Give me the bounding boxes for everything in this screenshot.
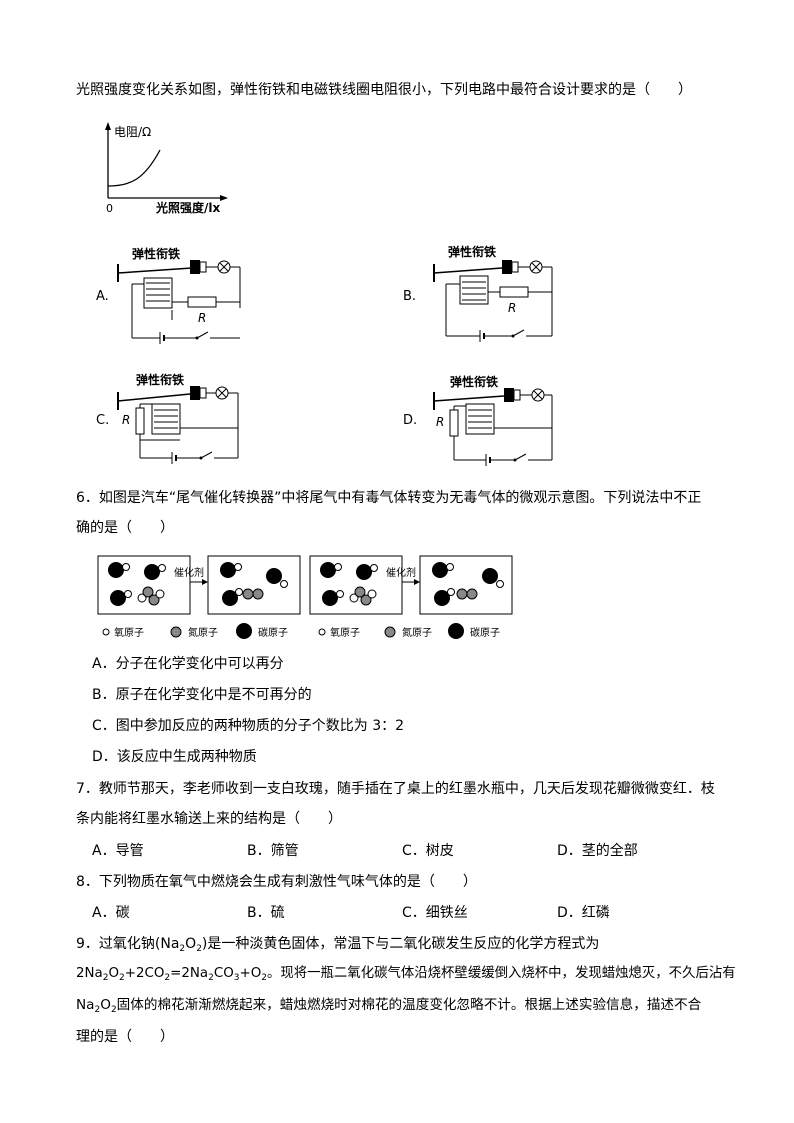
resistance-light-graph: 电阻/Ω 0 光照强度/lx [105, 122, 228, 215]
graph-origin: 0 [106, 202, 113, 215]
circuit-diagram-c: 弹性衔铁 R [117, 372, 239, 464]
q6-option-a[interactable]: A．分子在化学变化中可以再分 [92, 656, 284, 672]
circuit-d-letter: D. [403, 413, 418, 428]
svg-text:弹性衔铁: 弹性衔铁 [448, 244, 496, 259]
circuit-diagram-b: 弹性衔铁 R [433, 244, 553, 342]
q8-line1: 8．下列物质在氧气中燃烧会生成有刺激性气味气体的是（ ） [76, 874, 477, 890]
q6-option-b[interactable]: B．原子在化学变化中是不可再分的 [92, 687, 312, 703]
svg-text:氮原子: 氮原子 [402, 626, 432, 639]
q8-option-a[interactable]: A．碳 [92, 905, 130, 921]
svg-text:碳原子: 碳原子 [258, 626, 288, 639]
q7-option-b[interactable]: B．筛管 [247, 843, 299, 859]
svg-text:碳原子: 碳原子 [470, 626, 500, 639]
q6-line2: 确的是（ ） [76, 520, 174, 536]
q9-line2: 2Na2O2+2CO2=2Na2CO3+O2。现将一瓶二氧化碳气体沿烧杯壁缓缓倒… [76, 966, 736, 983]
circuit-c-letter: C. [96, 413, 110, 428]
svg-text:R: R [122, 413, 130, 427]
circuit-a-letter: A. [96, 289, 109, 304]
svg-text:氧原子: 氧原子 [330, 626, 360, 639]
q7-option-d[interactable]: D．茎的全部 [557, 843, 638, 859]
svg-text:R: R [436, 415, 444, 429]
svg-text:氮原子: 氮原子 [188, 626, 218, 639]
circuit-diagram-a: 弹性衔铁 R [117, 246, 241, 344]
q7-option-a[interactable]: A．导管 [92, 843, 144, 859]
q6-line1: 6．如图是汽车“尾气催化转换器”中将尾气中有毒气体转变为无毒气体的微观示意图。下… [76, 490, 702, 506]
catalyst-label-2: 催化剂 [386, 566, 416, 579]
intro-text: 光照强度变化关系如图，弹性衔铁和电磁铁线圈电阻很小，下列电路中最符合设计要求的是… [76, 82, 692, 98]
circuit-diagram-d: 弹性衔铁 R [433, 374, 553, 466]
svg-text:弹性衔铁: 弹性衔铁 [132, 246, 180, 261]
circuit-b-letter: B. [403, 289, 417, 304]
svg-text:弹性衔铁: 弹性衔铁 [450, 374, 498, 389]
svg-text:氧原子: 氧原子 [114, 626, 144, 639]
molecular-diagram: 催化剂 催化剂 氧原子 氮原子 碳原子 氧原子 氮原子 碳原子 [97, 555, 513, 639]
svg-text:R: R [508, 301, 516, 315]
svg-text:弹性衔铁: 弹性衔铁 [136, 372, 184, 387]
q9-line1: 9．过氧化钠(Na2O2)是一种淡黄色固体，常温下与二氧化碳发生反应的化学方程式… [76, 936, 600, 954]
q6-option-c[interactable]: C．图中参加反应的两种物质的分子个数比为 3：2 [92, 718, 405, 734]
svg-text:R: R [198, 311, 206, 325]
q6-option-d[interactable]: D．该反应中生成两种物质 [92, 749, 257, 765]
graph-ylabel: 电阻/Ω [114, 125, 151, 139]
q7-line1: 7．教师节那天，李老师收到一支白玫瑰，随手插在了桌上的红墨水瓶中，几天后发现花瓣… [76, 781, 715, 797]
graph-xlabel: 光照强度/lx [155, 200, 220, 215]
catalyst-label-1: 催化剂 [174, 566, 204, 579]
q7-option-c[interactable]: C．树皮 [402, 843, 454, 859]
q9-line4: 理的是（ ） [76, 1029, 174, 1045]
q8-option-d[interactable]: D．红磷 [557, 905, 610, 921]
q9-line3: Na2O2固体的棉花渐渐燃烧起来，蜡烛燃烧时对棉花的温度变化忽略不计。根据上述实… [76, 997, 702, 1015]
q8-option-c[interactable]: C．细铁丝 [402, 905, 468, 921]
q7-line2: 条内能将红墨水输送上来的结构是（ ） [76, 811, 342, 827]
q8-option-b[interactable]: B．硫 [247, 905, 285, 921]
